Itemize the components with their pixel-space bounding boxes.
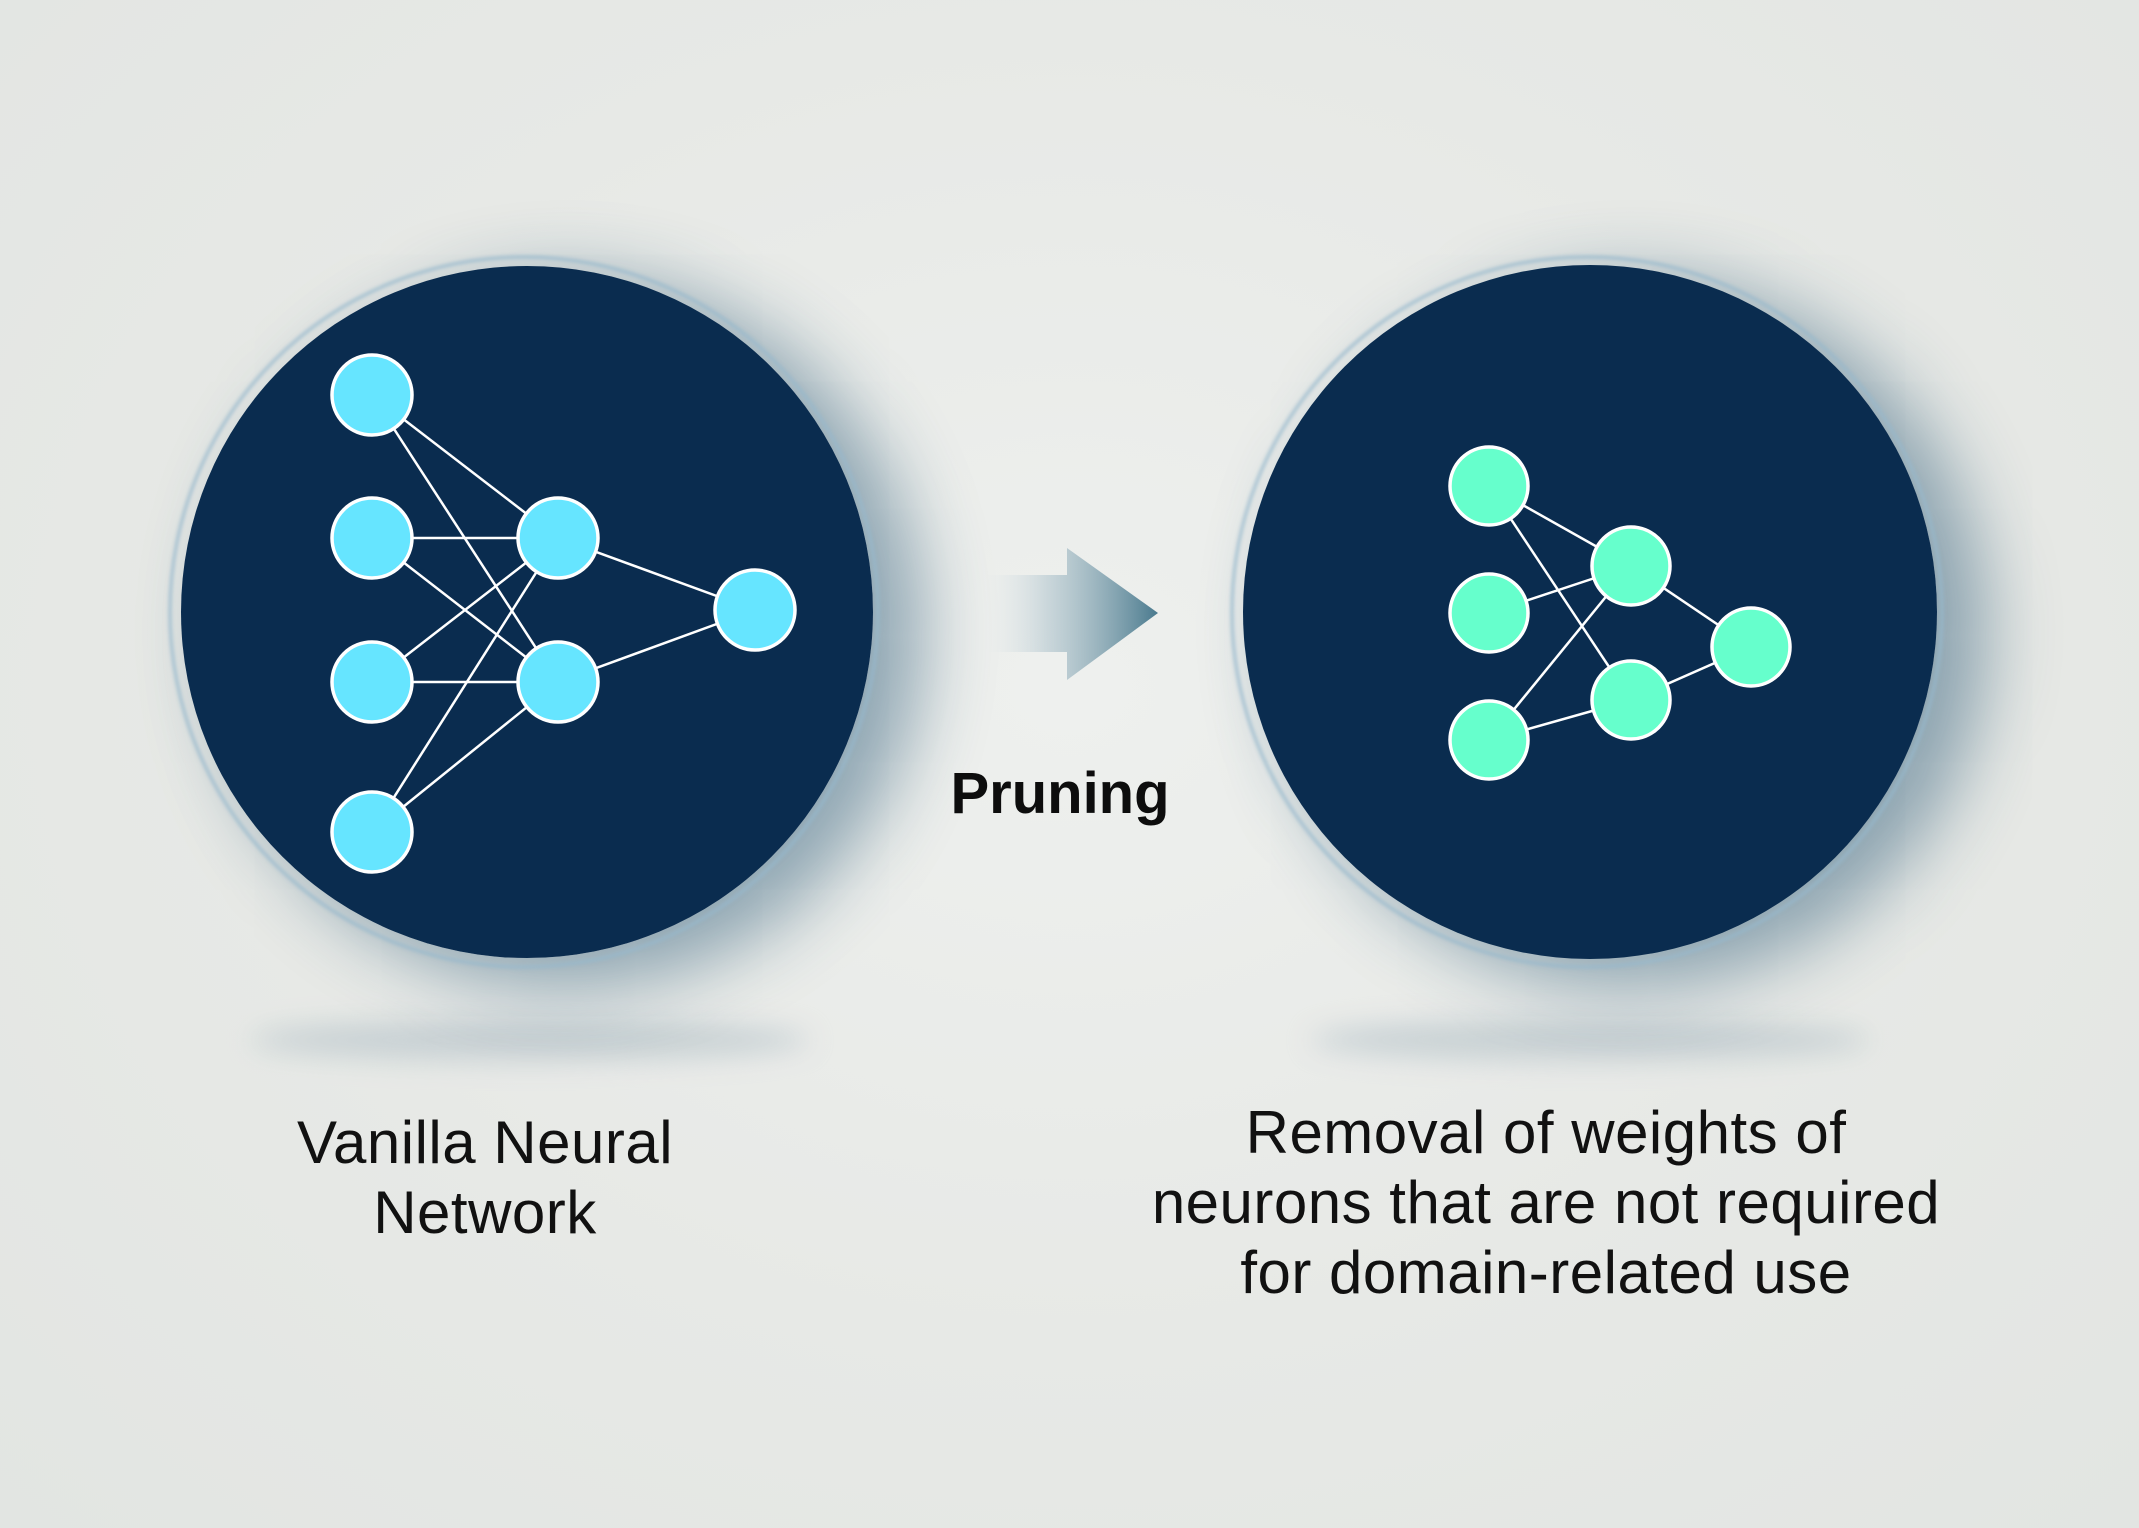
original-node-in1 — [330, 353, 414, 437]
original-node-in4 — [330, 790, 414, 874]
original-node-out — [713, 568, 797, 652]
original-node-in3 — [330, 640, 414, 724]
pruned-node-in3 — [1448, 699, 1530, 781]
left-disc-ring — [168, 255, 880, 969]
caption-line: neurons that are not required — [1151, 1169, 1941, 1236]
pruned-node-in1 — [1448, 445, 1530, 527]
pruned-network-caption: Removal of weights of neurons that are n… — [1146, 1098, 1946, 1308]
pruned-node-out — [1710, 606, 1792, 688]
original-node-in2 — [330, 496, 414, 580]
original-network-disc — [181, 266, 873, 958]
caption-line: Removal of weights of — [1245, 1099, 1847, 1166]
left-disc-floor-shadow — [250, 1020, 810, 1060]
pruned-network-nodes — [1448, 445, 1792, 781]
original-network-nodes — [330, 353, 797, 874]
pruned-network-disc — [1243, 265, 1937, 959]
caption-line: Network — [373, 1179, 597, 1246]
pruned-node-h2 — [1590, 659, 1672, 741]
pruned-node-in2 — [1448, 572, 1530, 654]
pruned-node-h1 — [1590, 525, 1672, 607]
right-disc-floor-shadow — [1310, 1020, 1870, 1060]
right-disc-ring — [1230, 255, 1944, 969]
caption-line: Vanilla Neural — [296, 1109, 674, 1176]
caption-line: for domain-related use — [1240, 1239, 1852, 1306]
original-node-h2 — [516, 640, 600, 724]
original-edge-in4-h1 — [370, 537, 560, 833]
pruned-edge-in1-h2 — [1487, 485, 1633, 701]
pruning-label: Pruning — [950, 761, 1170, 826]
pruning-arrow-icon — [985, 548, 1158, 680]
original-network-caption: Vanilla Neural Network — [285, 1108, 685, 1248]
original-node-h1 — [516, 496, 600, 580]
